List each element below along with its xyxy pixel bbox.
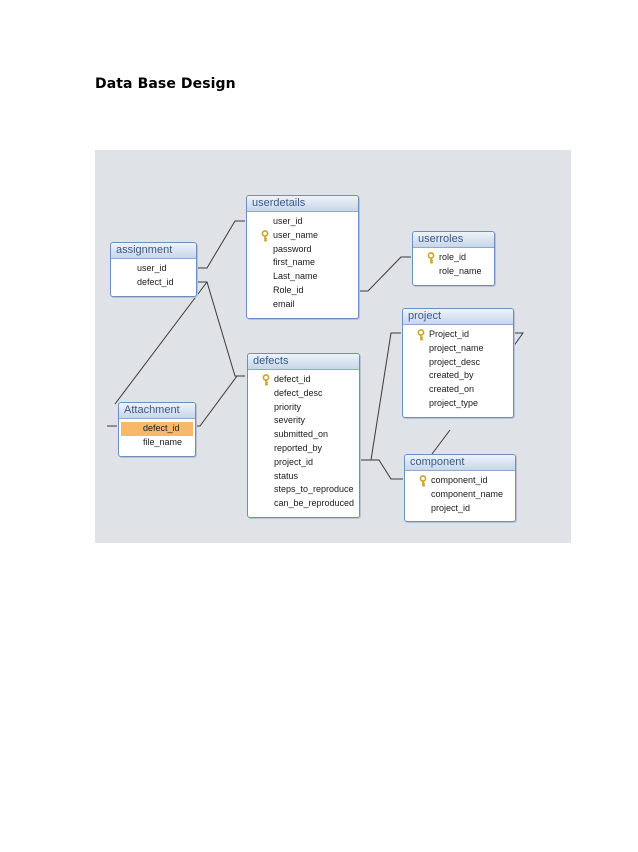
field-row[interactable]: user_name — [251, 229, 354, 243]
field-row[interactable]: submitted_on — [252, 428, 355, 442]
field-row[interactable]: project_id — [409, 502, 511, 516]
primary-key-icon — [417, 329, 425, 341]
field-name: can_be_reproduced — [274, 498, 355, 509]
field-row[interactable]: email — [251, 298, 354, 312]
page-title: Data Base Design — [95, 76, 236, 92]
link-assignment-defects — [197, 281, 245, 377]
field-name: defect_id — [137, 276, 174, 287]
field-name: project_id — [431, 502, 471, 513]
field-row[interactable]: can_be_reproduced — [252, 497, 355, 511]
field-row[interactable]: Project_id — [407, 328, 509, 342]
field-row[interactable]: steps_to_reproduce — [252, 483, 355, 497]
table-header[interactable]: Attachment — [119, 403, 195, 419]
table-assignment[interactable]: assignment user_id defect_id — [110, 242, 197, 297]
field-row[interactable]: first_name — [251, 256, 354, 270]
table-header[interactable]: defects — [248, 354, 359, 370]
primary-key-icon — [261, 229, 269, 242]
field-row[interactable]: project_desc — [407, 356, 509, 370]
field-row[interactable]: component_id — [409, 474, 511, 488]
field-row[interactable]: priority — [252, 401, 355, 415]
field-name: reported_by — [274, 442, 323, 453]
table-header[interactable]: userroles — [413, 232, 494, 248]
field-row[interactable]: role_id — [417, 251, 490, 265]
field-row[interactable]: project_id — [252, 456, 355, 470]
link-defects-project — [359, 332, 401, 461]
field-name: user_id — [137, 263, 167, 273]
field-name: submitted_on — [274, 429, 329, 440]
field-row[interactable]: Last_name — [251, 270, 354, 284]
field-name: project_id — [274, 456, 314, 467]
field-row[interactable]: defect_id — [252, 373, 355, 387]
field-name: user_name — [273, 229, 319, 240]
field-name: component_name — [431, 488, 504, 499]
relationship-lines — [107, 220, 524, 480]
link-project-right-stub — [512, 332, 524, 348]
table-project[interactable]: project Project_id project_name project_… — [402, 308, 514, 418]
field-row[interactable]: user_id — [251, 215, 354, 229]
diagram-canvas: userdetails user_id user_name password f… — [95, 150, 571, 543]
field-row[interactable]: severity — [252, 414, 355, 428]
field-row[interactable]: Role_id — [251, 284, 354, 298]
field-row[interactable]: project_type — [407, 397, 509, 411]
field-name: created_on — [429, 384, 475, 395]
field-row[interactable]: created_on — [407, 383, 509, 397]
table-header[interactable]: assignment — [111, 243, 196, 259]
primary-key-icon — [262, 374, 270, 386]
field-row[interactable]: role_name — [417, 265, 490, 279]
field-name: created_by — [429, 370, 474, 381]
field-name: email — [273, 298, 295, 309]
field-row[interactable]: defect_desc — [252, 387, 355, 401]
field-name: steps_to_reproduce — [274, 484, 354, 495]
table-header[interactable]: project — [403, 309, 513, 325]
table-header[interactable]: component — [405, 455, 515, 471]
field-name: Role_id — [273, 284, 304, 295]
field-row[interactable]: project_name — [407, 342, 509, 356]
field-name: project_type — [429, 397, 479, 408]
field-name: role_id — [439, 252, 467, 262]
field-name: priority — [274, 401, 302, 412]
field-row[interactable]: component_name — [409, 488, 511, 502]
link-attachment-assignment — [114, 281, 208, 405]
table-defects[interactable]: defects defect_id defect_desc priority s… — [247, 353, 360, 518]
field-name: defect_id — [143, 423, 180, 433]
table-userroles[interactable]: userroles role_id role_name — [412, 231, 495, 286]
field-name: defect_id — [274, 374, 311, 384]
field-name: Project_id — [429, 329, 470, 339]
link-defects-component — [359, 459, 403, 480]
table-header[interactable]: userdetails — [247, 196, 358, 212]
link-attachment-defects — [194, 375, 245, 427]
field-row[interactable]: user_id — [115, 262, 192, 276]
field-name: severity — [274, 415, 306, 426]
field-name: project_desc — [429, 356, 481, 367]
primary-key-icon — [419, 475, 427, 487]
field-row[interactable]: file_name — [121, 436, 193, 450]
field-row[interactable]: reported_by — [252, 442, 355, 456]
link-userdetails-userroles — [358, 256, 411, 292]
field-row[interactable]: defect_id — [115, 276, 192, 290]
primary-key-icon — [427, 252, 435, 264]
field-name: file_name — [143, 436, 183, 447]
table-component[interactable]: component component_id component_name pr… — [404, 454, 516, 523]
field-name: Last_name — [273, 271, 318, 282]
field-name: first_name — [273, 257, 316, 268]
table-userdetails[interactable]: userdetails user_id user_name password f… — [246, 195, 359, 319]
field-name: password — [273, 243, 312, 254]
link-component-project — [431, 429, 451, 455]
field-name: defect_desc — [274, 387, 323, 398]
field-name: status — [274, 470, 299, 481]
field-row[interactable]: status — [252, 470, 355, 484]
field-row[interactable]: created_by — [407, 369, 509, 383]
link-assignment-userdetails — [197, 220, 245, 269]
table-attachment[interactable]: Attachment defect_id file_name — [118, 402, 196, 457]
field-row[interactable]: password — [251, 243, 354, 257]
field-name: user_id — [273, 216, 303, 226]
field-name: component_id — [431, 475, 488, 485]
field-row-selected[interactable]: defect_id — [121, 422, 193, 436]
field-name: role_name — [439, 265, 482, 276]
field-name: project_name — [429, 342, 484, 353]
